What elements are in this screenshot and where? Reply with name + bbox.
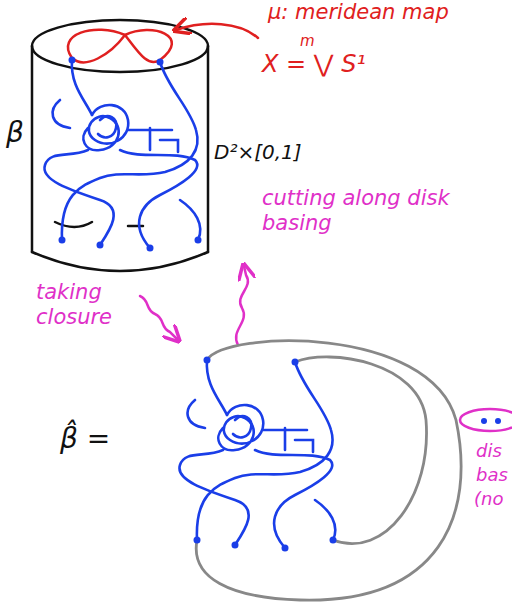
closure-symbol: β̂ = [60,422,110,456]
note-fragment: bas [476,464,508,486]
note-fragment: dis [476,440,502,462]
operation-label: taking closure [36,280,132,330]
map-label: μ: meridean map [268,0,449,25]
space-label: D²×[0,1] [214,140,302,164]
space-label: X = ⋁ S¹ [262,50,366,79]
operation-label: cutting along disk basing [262,186,462,236]
braid-symbol: β [6,116,24,150]
note-fragment: (no [474,488,503,510]
wedge-index: m [300,32,315,50]
